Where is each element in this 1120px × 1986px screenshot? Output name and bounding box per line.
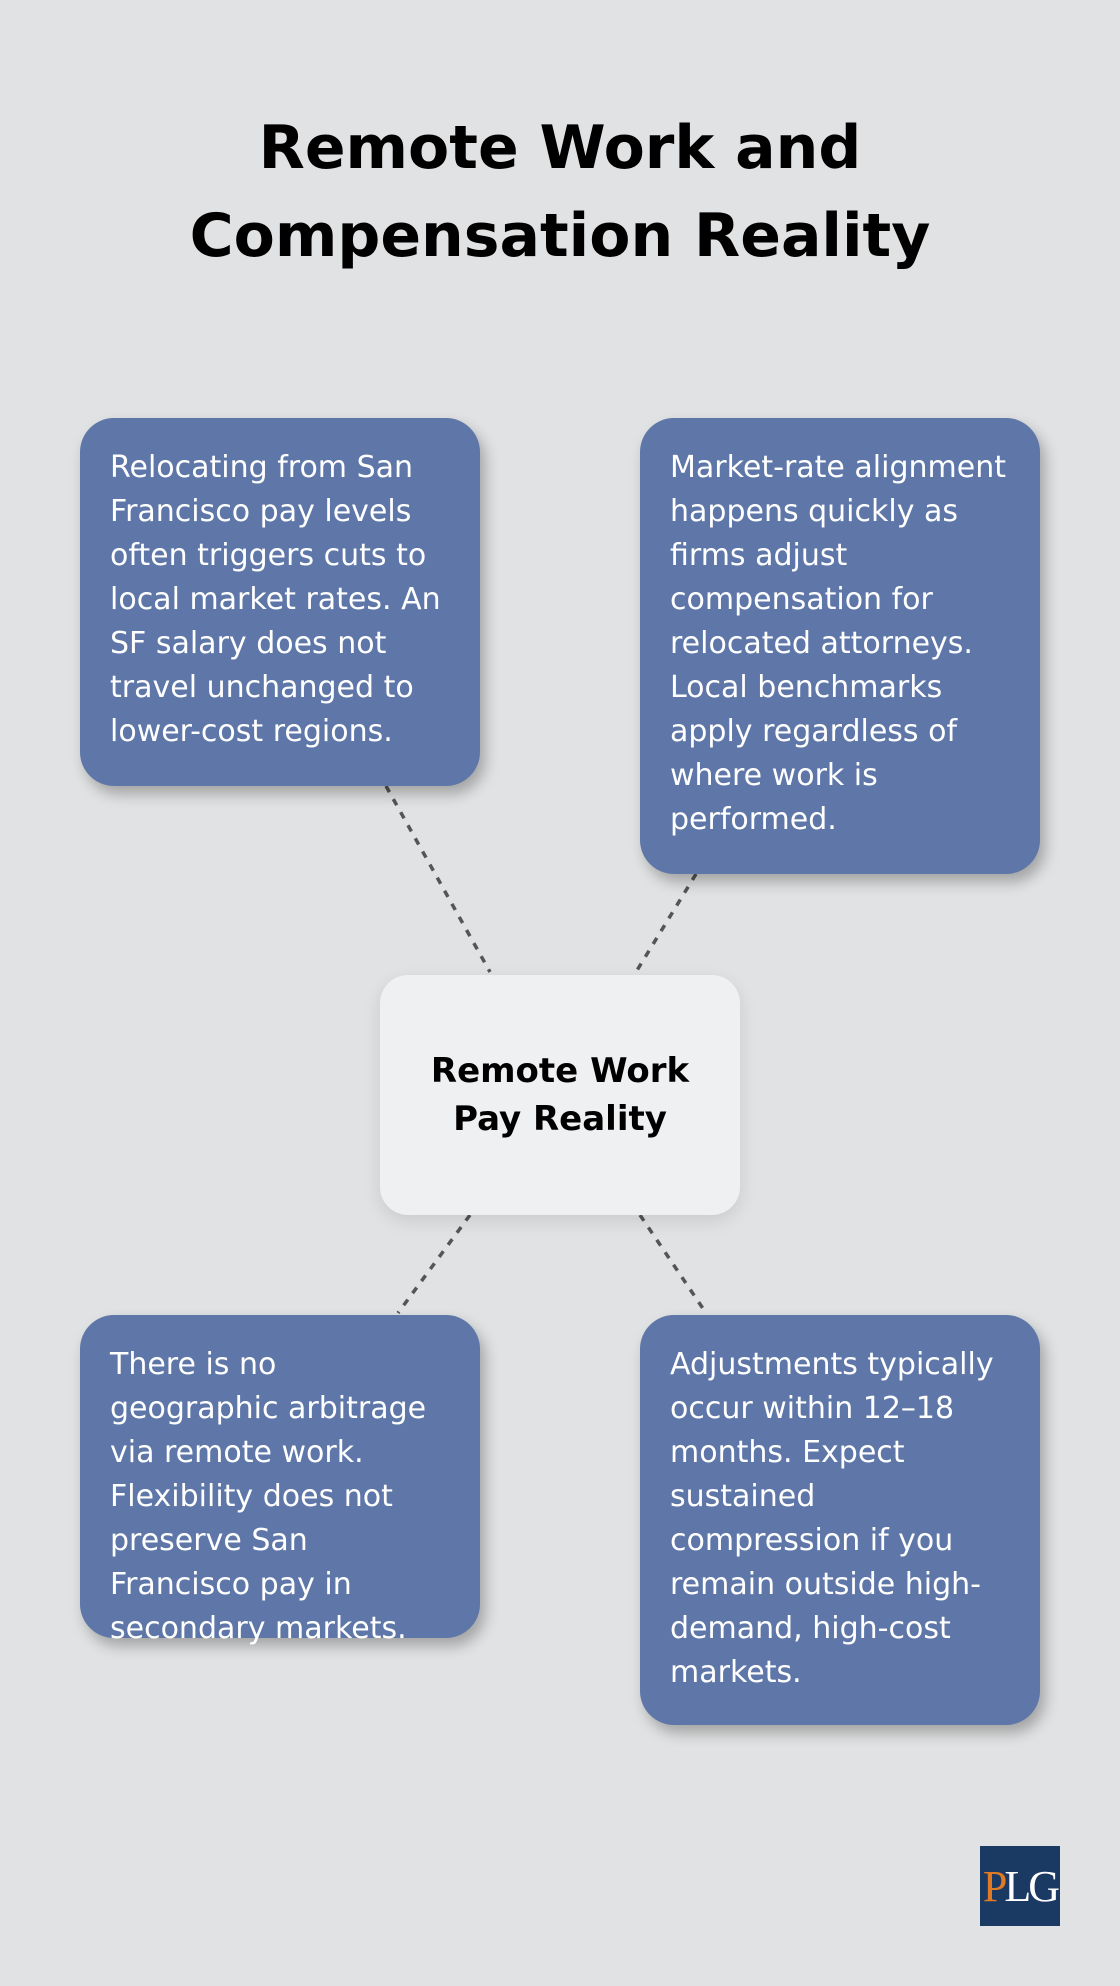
center-node-line-1: Remote Work — [430, 1051, 690, 1091]
page-title: Remote Work and Compensation Reality — [0, 104, 1120, 280]
page-title-line-2: Compensation Reality — [189, 201, 931, 271]
page-title-line-1: Remote Work and — [258, 113, 862, 183]
logo-letter-l: L — [1004, 1861, 1031, 1911]
logo-letter-p: P — [982, 1861, 1008, 1911]
card-bottom-right: Adjustments typically occur within 12–18… — [640, 1315, 1040, 1725]
logo-letter-g: G — [1028, 1861, 1060, 1911]
connector-top-right — [634, 873, 698, 973]
center-node: Remote Work Pay Reality — [380, 975, 740, 1215]
center-node-line-2: Pay Reality — [453, 1099, 667, 1139]
card-top-right: Market-rate alignment happens quickly as… — [640, 418, 1040, 874]
connector-bottom-left — [396, 1213, 472, 1315]
card-top-left: Relocating from San Francisco pay levels… — [80, 418, 480, 786]
card-bottom-left: There is no geographic arbitrage via rem… — [80, 1315, 480, 1646]
connector-top-left — [384, 785, 492, 973]
connector-bottom-right — [638, 1214, 708, 1314]
